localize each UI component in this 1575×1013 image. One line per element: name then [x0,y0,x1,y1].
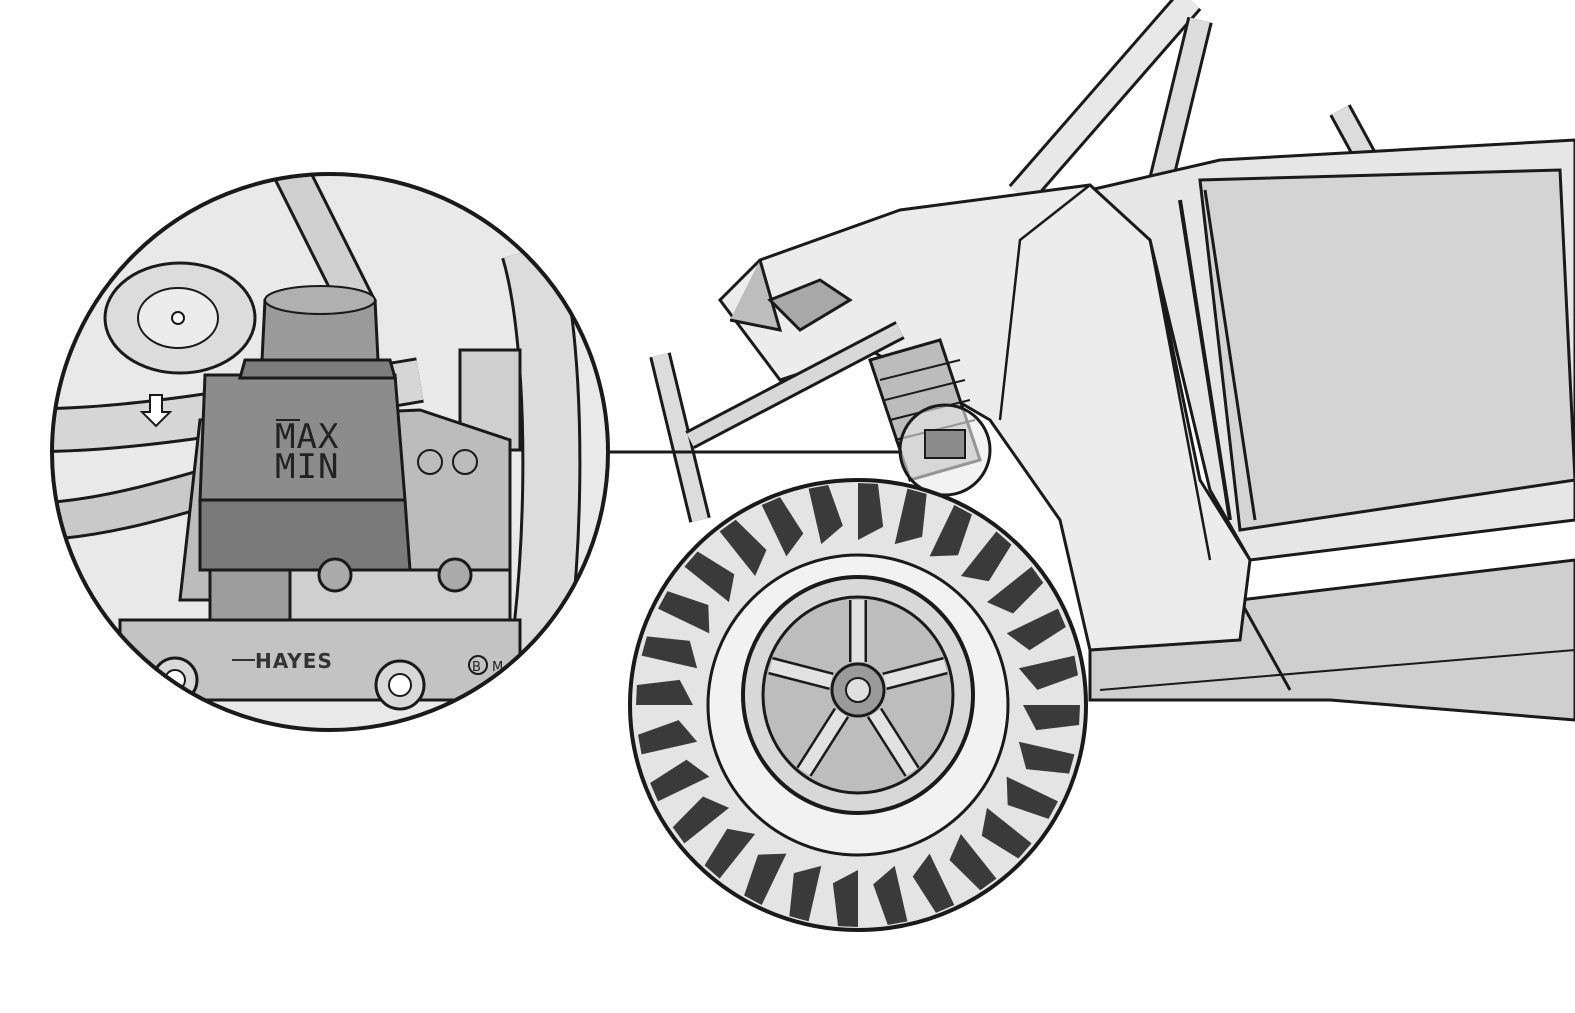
min-level-label: MIN [275,447,339,487]
tread-block [657,591,710,634]
tread-block [744,853,787,906]
tread-block [719,519,767,576]
tread-block [1006,776,1059,819]
max-level-label: MAX [275,417,339,457]
door-panel [1198,168,1575,532]
tread-block [894,488,927,545]
tread-block [808,485,843,545]
tread-block [949,834,997,891]
tread-block [858,483,884,540]
tread-block [672,796,729,844]
tread-block [789,865,822,922]
tread-block [1006,608,1066,651]
tread-block [1018,741,1075,774]
tread-block [981,807,1032,859]
spoke-face [768,659,833,688]
tread-block [960,531,1012,582]
tread-block [650,759,710,802]
vehicle [649,0,1575,722]
wheel-spokes [768,600,948,777]
tread-block [684,551,735,603]
tread-block [636,679,693,705]
detail-callout-border [50,172,610,732]
tread-block [873,865,908,925]
tread-block [987,566,1044,614]
spoke-face [798,709,848,776]
front-wheel [628,478,1088,932]
tread-block [1023,705,1080,731]
tread-block [912,853,955,913]
tread-block [638,720,698,755]
roll-cage [1008,0,1381,205]
mark-m: M [492,660,503,675]
spoke-face [868,709,918,776]
tread-block [832,870,858,927]
tire-tread [636,483,1080,927]
tread-block [1018,655,1078,690]
spoke-face [883,659,948,688]
brand-embossing: HAYES [255,649,333,673]
tread-block [761,497,804,557]
arrow-down-icon [139,394,173,428]
mark-b: B [472,660,481,675]
detail-callout: MAX MIN HAYES B M [52,174,608,730]
tread-block [641,636,698,669]
tread-block [704,828,756,879]
tread-block [929,504,972,557]
